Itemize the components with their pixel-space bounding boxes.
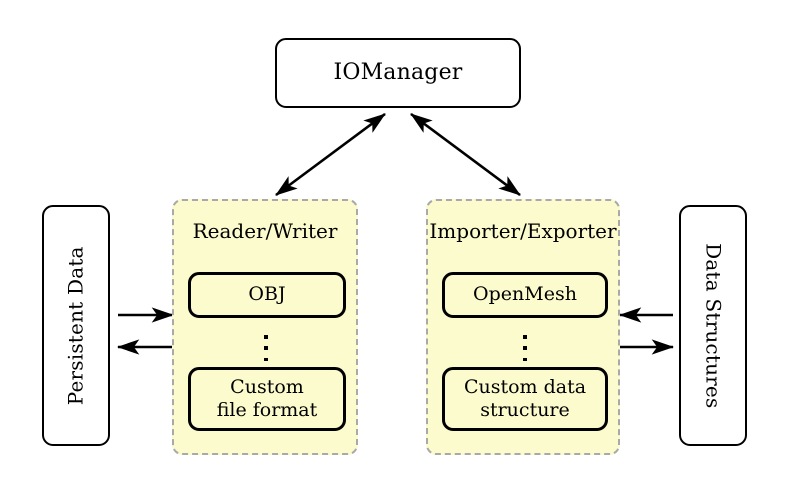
io-manager-label: IOManager — [333, 60, 463, 86]
connector-manager-readerwriter — [275, 112, 386, 197]
persistent-data-label: Persistent Data — [63, 246, 88, 405]
group-importer-exporter-title: Importer/Exporter — [429, 219, 617, 243]
chip-obj-label: OBJ — [248, 283, 286, 306]
connector-manager-importerexporter — [410, 112, 521, 197]
group-reader-writer-title: Reader/Writer — [192, 219, 338, 243]
group-reader-writer[interactable]: Reader/Writer OBJ Custom file format — [172, 199, 358, 455]
persistent-data-node[interactable]: Persistent Data — [42, 205, 110, 446]
vertical-ellipsis-icon — [519, 335, 531, 361]
chip-custom-file-format-label: Custom file format — [216, 375, 318, 421]
vertical-ellipsis-icon — [260, 335, 272, 361]
chip-openmesh[interactable]: OpenMesh — [442, 272, 608, 318]
chip-custom-file-format[interactable]: Custom file format — [188, 367, 346, 431]
data-structures-label: Data Structures — [701, 242, 726, 409]
chip-openmesh-label: OpenMesh — [473, 283, 577, 306]
group-importer-exporter[interactable]: Importer/Exporter OpenMesh Custom data s… — [426, 199, 620, 455]
chip-custom-data-structure-label: Custom data structure — [463, 375, 587, 421]
chip-custom-data-structure[interactable]: Custom data structure — [442, 367, 608, 431]
io-manager-node[interactable]: IOManager — [275, 38, 521, 108]
chip-obj[interactable]: OBJ — [188, 272, 346, 318]
data-structures-node[interactable]: Data Structures — [679, 205, 747, 446]
